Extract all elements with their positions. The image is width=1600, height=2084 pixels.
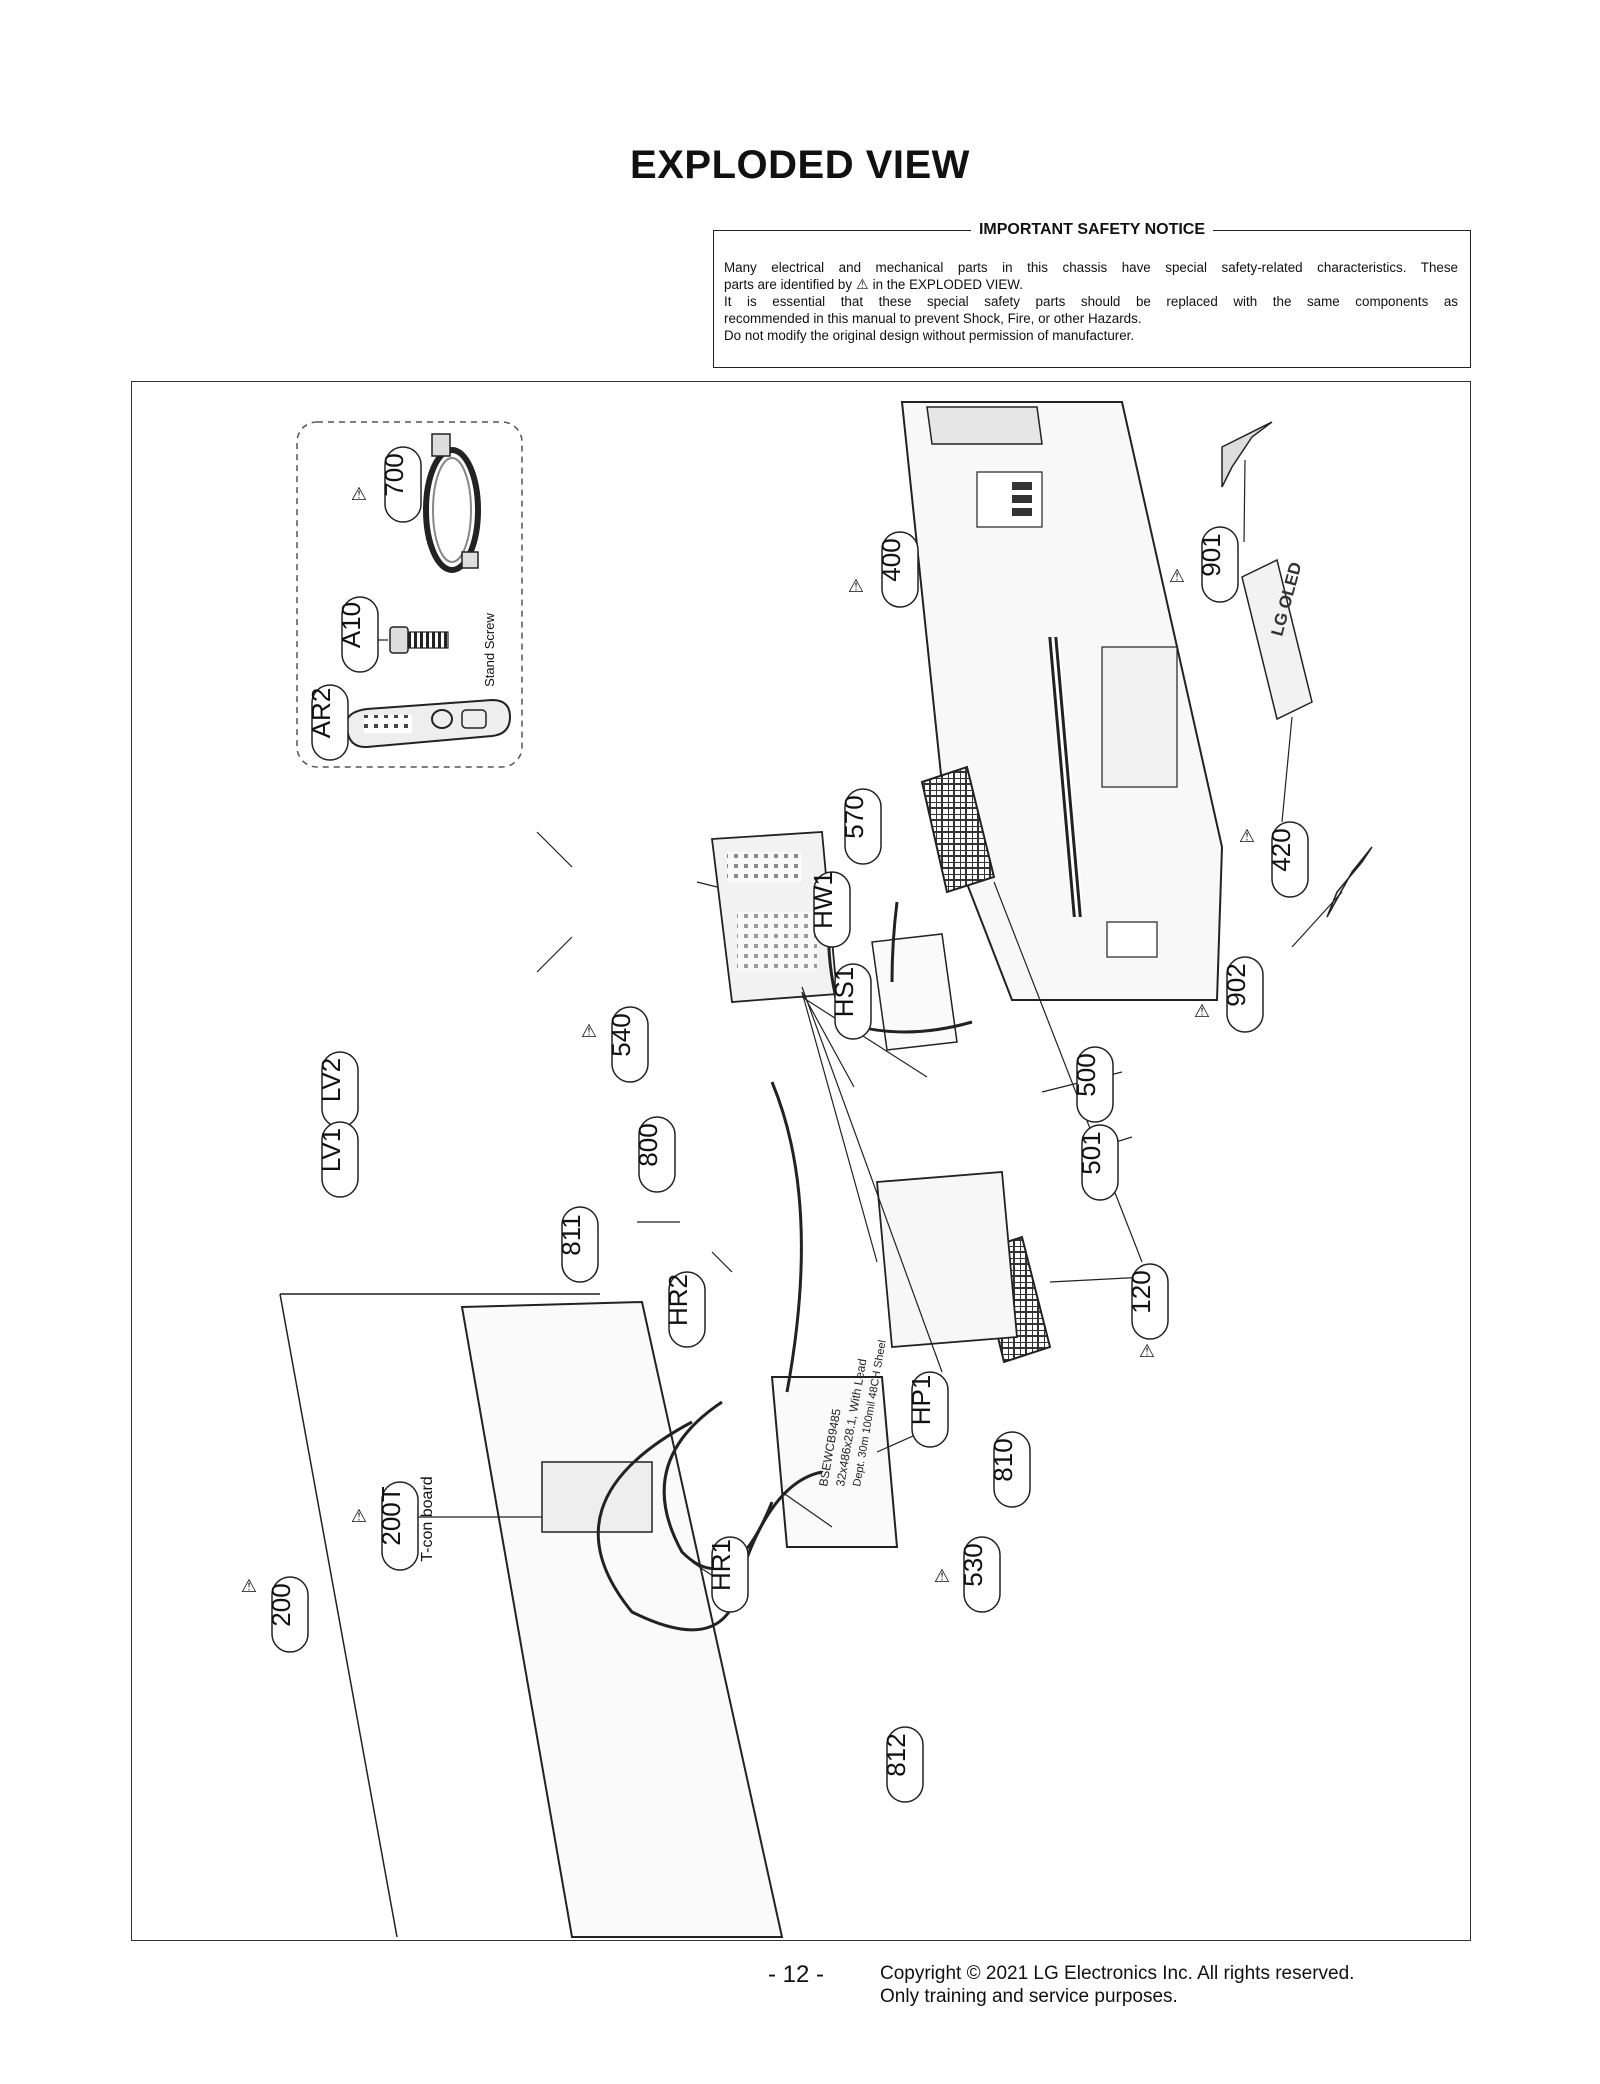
copyright-notice: Copyright © 2021 LG Electronics Inc. All… [880, 1962, 1354, 2008]
callout-HR2: HR2 [663, 1271, 706, 1348]
svg-text:HW1: HW1 [808, 871, 838, 929]
cable-routing [596, 901, 973, 1632]
svg-text:HR1: HR1 [706, 1539, 736, 1591]
back-cover-part [900, 401, 1224, 1001]
copyright-line-1: Copyright © 2021 LG Electronics Inc. All… [880, 1963, 1355, 1984]
svg-text:810: 810 [988, 1438, 1018, 1481]
tcon-board-label: T-con board [419, 1476, 436, 1561]
stand-screw-label: Stand Screw [482, 613, 497, 687]
notice-line-4: recommended in this manual to prevent Sh… [724, 311, 1142, 326]
svg-text:902: 902 [1221, 963, 1251, 1006]
remote-control-part [345, 698, 512, 749]
accessory-group [296, 421, 523, 768]
svg-text:500: 500 [1071, 1053, 1101, 1096]
copyright-line-2: Only training and service purposes. [880, 1986, 1178, 2007]
svg-text:200T: 200T [376, 1486, 406, 1545]
callout-LV2: LV2 [316, 1051, 359, 1128]
callouts: 700 ⚠ A10 Stand Screw AR2 400 ⚠ 901 ⚠ 42… [241, 446, 1309, 1803]
callout-AR2: AR2 [306, 684, 349, 761]
callout-200T: 200T ⚠ T-con board [351, 1476, 436, 1571]
svg-text:901: 901 [1196, 533, 1226, 576]
callout-812: 812 [881, 1726, 924, 1803]
svg-text:⚠: ⚠ [351, 484, 367, 504]
safety-notice-box: IMPORTANT SAFETY NOTICE Many electrical … [713, 221, 1471, 368]
svg-text:811: 811 [556, 1214, 586, 1255]
svg-text:HS1: HS1 [829, 967, 859, 1018]
stand-left-part [1291, 846, 1373, 948]
svg-text:200: 200 [266, 1583, 296, 1626]
svg-text:812: 812 [881, 1733, 911, 1776]
svg-text:540: 540 [606, 1013, 636, 1056]
callout-530: 530 ⚠ [934, 1536, 1001, 1613]
svg-text:⚠: ⚠ [1194, 1001, 1210, 1021]
battery-pack-part: BSEWCB9485 32x486x28.1, With Lead Dept. … [770, 1339, 899, 1548]
logo-cover-part: LG OLED [1241, 558, 1313, 823]
svg-text:420: 420 [1266, 828, 1296, 871]
safety-notice-text: Many electrical and mechanical parts in … [724, 259, 1458, 344]
svg-text:700: 700 [379, 453, 409, 496]
svg-text:HR2: HR2 [663, 1274, 693, 1326]
callout-420: 420 ⚠ [1239, 821, 1309, 898]
svg-text:LV1: LV1 [316, 1128, 346, 1172]
callout-570: 570 [839, 788, 882, 865]
svg-text:AR2: AR2 [306, 688, 336, 739]
svg-text:A10: A10 [336, 602, 366, 648]
notice-line-2: parts are identified by⚠in the EXPLODED … [724, 276, 1023, 292]
callout-HS1: HS1 [829, 963, 872, 1040]
diagram-svg: LG OLED BSEWCB9485 32x486x28.1, With Lea… [241, 401, 1373, 1938]
notice-line-3: It is essential that these special safet… [724, 294, 1458, 309]
warning-triangle-icon: ⚠ [856, 276, 869, 292]
callout-LV1: LV1 [316, 1121, 359, 1198]
svg-text:570: 570 [839, 795, 869, 838]
callout-120: 120 ⚠ [1126, 1263, 1169, 1361]
svg-text:⚠: ⚠ [581, 1021, 597, 1041]
exploded-view-diagram: LG OLED BSEWCB9485 32x486x28.1, With Lea… [131, 381, 1471, 1941]
callout-901: 901 ⚠ [1169, 526, 1239, 603]
callout-700: 700 ⚠ [351, 446, 422, 523]
notice-line-5: Do not modify the original design withou… [724, 328, 1135, 343]
svg-text:HP1: HP1 [906, 1375, 936, 1426]
svg-text:⚠: ⚠ [1139, 1341, 1155, 1361]
svg-text:530: 530 [958, 1543, 988, 1586]
callout-HW1: HW1 [808, 871, 851, 948]
safety-notice-heading: IMPORTANT SAFETY NOTICE [970, 221, 1214, 238]
power-board-part [876, 1171, 1018, 1348]
callout-810: 810 [988, 1431, 1031, 1508]
callout-200: 200 ⚠ [241, 1576, 309, 1653]
svg-text:⚠: ⚠ [848, 576, 864, 596]
callout-400: 400 ⚠ [848, 531, 919, 608]
stand-right-part [1221, 421, 1273, 543]
svg-text:501: 501 [1076, 1131, 1106, 1174]
page-number: - 12 - [768, 1961, 825, 1988]
svg-text:⚠: ⚠ [1169, 566, 1185, 586]
callout-902: 902 ⚠ [1194, 956, 1264, 1033]
svg-text:LV2: LV2 [316, 1058, 346, 1102]
callout-501: 501 [1076, 1124, 1119, 1201]
svg-text:800: 800 [633, 1123, 663, 1166]
callout-800: 800 [633, 1116, 676, 1193]
svg-text:400: 400 [876, 538, 906, 581]
callout-HR1: HR1 [706, 1536, 749, 1613]
callout-540: 540 ⚠ [581, 1006, 649, 1083]
callout-811: 811 [556, 1206, 599, 1283]
callout-HP1: HP1 [906, 1371, 949, 1448]
main-board-part [710, 831, 838, 1003]
svg-text:120: 120 [1126, 1270, 1156, 1313]
svg-text:⚠: ⚠ [351, 1506, 367, 1526]
svg-text:⚠: ⚠ [241, 1576, 257, 1596]
callout-A10: A10 Stand Screw [336, 596, 497, 687]
page-title: EXPLODED VIEW [630, 143, 970, 187]
power-cord-part [423, 433, 481, 573]
svg-text:⚠: ⚠ [1239, 826, 1255, 846]
panel-part [279, 1293, 784, 1938]
notice-line-1: Many electrical and mechanical parts in … [724, 260, 1458, 275]
svg-text:⚠: ⚠ [934, 1566, 950, 1586]
stand-screw-part [347, 626, 449, 654]
callout-500: 500 [1071, 1046, 1114, 1123]
